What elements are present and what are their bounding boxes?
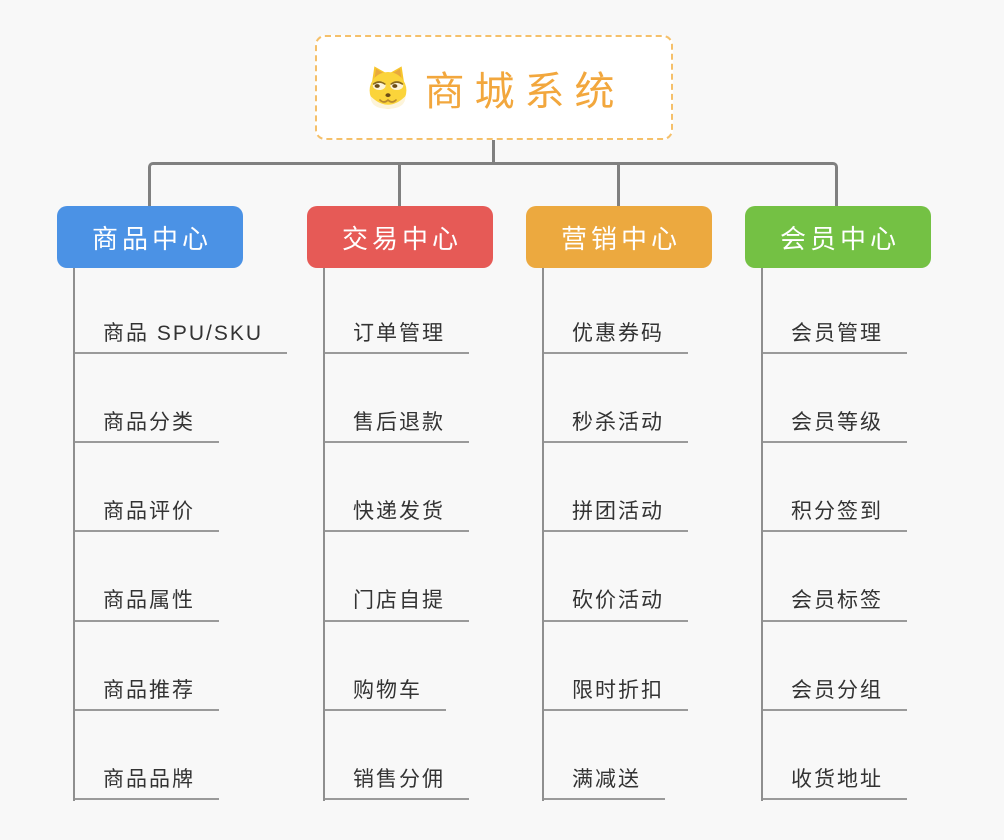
subtopic-node[interactable]: 满减送 (542, 711, 665, 800)
branch-node-marketing[interactable]: 营销中心 (526, 206, 712, 268)
subtopic-node[interactable]: 商品 SPU/SKU (73, 268, 288, 354)
column-spine (73, 268, 75, 801)
subtopic-label: 会员分组 (791, 678, 883, 702)
subtopic-label: 门店自提 (353, 589, 445, 613)
subtopic-label: 满减送 (572, 767, 641, 791)
column-spine (761, 268, 763, 801)
root-title: 商城系统 (424, 69, 625, 114)
subtopic-list: 优惠券码秒杀活动拼团活动砍价活动限时折扣满减送 (542, 268, 688, 800)
subtopic-node[interactable]: 门店自提 (323, 532, 469, 622)
subtopic-label: 购物车 (353, 678, 422, 702)
subtopic-list: 订单管理售后退款快递发货门店自提购物车销售分佣 (323, 268, 469, 800)
connector-rail (148, 162, 838, 207)
subtopic-node[interactable]: 拼团活动 (542, 443, 688, 533)
subtopic-label: 商品评价 (103, 500, 195, 524)
subtopic-label: 优惠券码 (572, 321, 664, 345)
subtopic-node[interactable]: 商品属性 (73, 532, 219, 622)
root-node[interactable]: 商城系统 (315, 35, 673, 140)
subtopic-node[interactable]: 会员管理 (761, 268, 907, 354)
subtopic-label: 售后退款 (353, 411, 445, 434)
subtopic-label: 销售分佣 (353, 767, 445, 791)
doge-icon (369, 65, 406, 109)
subtopic-node[interactable]: 会员分组 (761, 622, 907, 711)
subtopic-node[interactable]: 快递发货 (323, 443, 469, 533)
subtopic-label: 商品推荐 (103, 678, 195, 702)
subtopic-node[interactable]: 限时折扣 (542, 622, 688, 711)
branch-node-member[interactable]: 会员中心 (745, 206, 931, 268)
branch-node-product[interactable]: 商品中心 (57, 206, 243, 268)
branch-column-marketing: 优惠券码秒杀活动拼团活动砍价活动限时折扣满减送 (542, 268, 688, 801)
subtopic-node[interactable]: 收货地址 (761, 711, 907, 800)
subtopic-label: 商品品牌 (103, 767, 195, 791)
subtopic-node[interactable]: 订单管理 (323, 268, 469, 354)
subtopic-node[interactable]: 商品分类 (73, 354, 219, 444)
subtopic-label: 会员管理 (791, 321, 883, 345)
connector-drop-2 (398, 162, 401, 207)
subtopic-node[interactable]: 会员等级 (761, 354, 907, 444)
subtopic-node[interactable]: 销售分佣 (323, 711, 469, 800)
column-spine (323, 268, 325, 801)
branch-column-trade: 订单管理售后退款快递发货门店自提购物车销售分佣 (323, 268, 469, 801)
subtopic-label: 快递发货 (353, 500, 445, 524)
subtopic-label: 秒杀活动 (572, 411, 664, 434)
subtopic-node[interactable]: 售后退款 (323, 354, 469, 444)
subtopic-label: 商品分类 (103, 411, 195, 434)
subtopic-label: 收货地址 (791, 767, 883, 791)
subtopic-node[interactable]: 购物车 (323, 622, 446, 711)
subtopic-label: 商品 SPU/SKU (103, 321, 264, 345)
subtopic-list: 商品 SPU/SKU 商品分类商品评价商品属性商品推荐商品品牌 (73, 268, 288, 800)
subtopic-label: 会员等级 (791, 411, 883, 434)
subtopic-list: 会员管理会员等级积分签到会员标签会员分组收货地址 (761, 268, 907, 800)
subtopic-node[interactable]: 会员标签 (761, 532, 907, 622)
subtopic-label: 拼团活动 (572, 500, 664, 524)
branch-column-product: 商品 SPU/SKU 商品分类商品评价商品属性商品推荐商品品牌 (73, 268, 288, 801)
subtopic-node[interactable]: 商品评价 (73, 443, 219, 533)
subtopic-label: 积分签到 (791, 500, 883, 524)
subtopic-label: 商品属性 (103, 589, 195, 613)
connector-root-stem (492, 140, 495, 163)
subtopic-node[interactable]: 优惠券码 (542, 268, 688, 354)
subtopic-node[interactable]: 砍价活动 (542, 532, 688, 622)
branch-column-member: 会员管理会员等级积分签到会员标签会员分组收货地址 (761, 268, 907, 801)
subtopic-label: 砍价活动 (572, 589, 664, 613)
branch-node-trade[interactable]: 交易中心 (307, 206, 493, 268)
subtopic-label: 限时折扣 (572, 678, 664, 702)
subtopic-node[interactable]: 积分签到 (761, 443, 907, 533)
column-spine (542, 268, 544, 801)
subtopic-node[interactable]: 商品品牌 (73, 711, 219, 800)
subtopic-node[interactable]: 商品推荐 (73, 622, 219, 711)
subtopic-label: 会员标签 (791, 589, 883, 613)
subtopic-node[interactable]: 秒杀活动 (542, 354, 688, 444)
connector-drop-3 (617, 162, 620, 207)
subtopic-label: 订单管理 (353, 321, 445, 345)
